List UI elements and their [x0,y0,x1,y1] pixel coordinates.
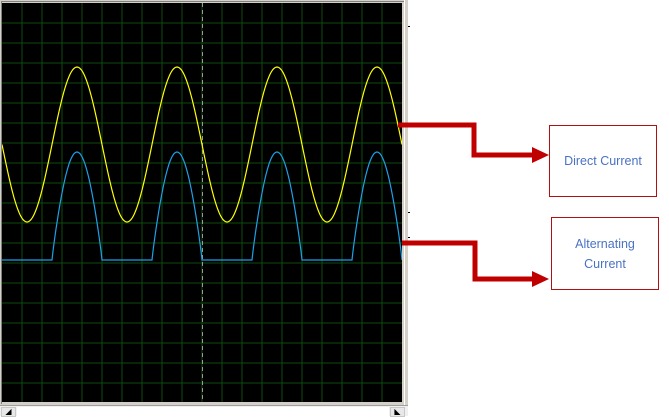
label-alternating-line2: Current [584,256,626,271]
scope-bevel [1,1,407,404]
oscilloscope-screen [2,3,402,402]
label-direct-current-text: Direct Current [564,154,642,168]
label-direct-current: Direct Current [549,125,657,197]
cursor-arrow-icon: ◣ [394,407,401,416]
label-alternating-current: Alternating Current [551,217,659,290]
tick-mark [408,212,410,213]
arrow-to-direct-current [398,122,549,163]
arrow-to-alternating-current [402,240,549,287]
label-alternating-line1: Alternating [575,236,635,251]
tick-mark [408,26,410,27]
oscilloscope-panel [0,0,408,405]
waveform-display [2,3,402,402]
resize-corner-icon: ◢ [5,407,12,416]
scroll-track[interactable] [17,407,389,417]
scope-right-edge [404,0,408,405]
tick-mark [408,237,410,238]
